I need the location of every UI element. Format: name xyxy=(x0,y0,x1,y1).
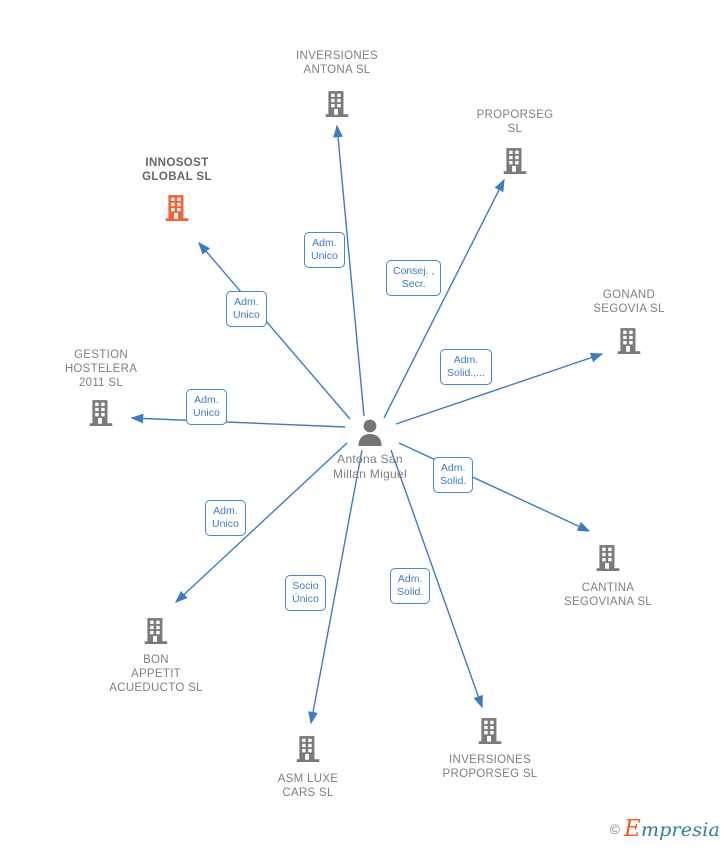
edge-label-edge-bon-appetit[interactable]: Adm. Unico xyxy=(205,500,246,536)
edge-line xyxy=(308,449,363,725)
edge-line xyxy=(333,124,365,417)
edge-line xyxy=(198,241,351,420)
edge-label-edge-gonand-segovia[interactable]: Adm. Solid.,... xyxy=(440,349,492,385)
edge-line xyxy=(130,413,346,428)
building-icon xyxy=(415,717,565,745)
building-icon xyxy=(533,544,683,572)
edge-label-edge-cantina-segoviana[interactable]: Adm. Solid. xyxy=(433,457,474,493)
node-name-text: INNOSOST GLOBAL SL xyxy=(142,157,212,183)
node-label-bon-appetit-acueducto-sl[interactable]: BON APPETIT ACUEDUCTO SL xyxy=(81,653,231,695)
empresia-logo-text: Empresia xyxy=(624,816,720,842)
node-name-text: INVERSIONES ANTONA SL xyxy=(296,50,378,76)
edge-label-edge-inversiones-proporseg[interactable]: Adm. Solid. xyxy=(390,568,431,604)
edge-label-edge-inversiones-antona[interactable]: Adm. Unico xyxy=(304,232,345,268)
edge-label-edge-asm-luxe-cars[interactable]: Socio Único xyxy=(285,575,326,611)
node-innosost-global-sl[interactable] xyxy=(102,194,252,222)
node-label-inversiones-antona-sl[interactable]: INVERSIONES ANTONA SL xyxy=(262,49,412,77)
node-name-text: CANTINA SEGOVIANA SL xyxy=(564,582,652,608)
center-person-name: Antona San Millan Miguel xyxy=(333,452,407,481)
empresia-logo-capital: E xyxy=(623,816,641,842)
building-icon xyxy=(102,194,252,222)
building-icon xyxy=(233,735,383,763)
building-icon xyxy=(554,327,704,355)
edge-line xyxy=(383,178,505,419)
building-icon xyxy=(440,147,590,175)
person-icon xyxy=(295,417,445,447)
node-name-text: PROPORSEG SL xyxy=(476,109,554,135)
node-label-inversiones-proporseg-sl[interactable]: INVERSIONES PROPORSEG SL xyxy=(415,753,565,781)
edge-line xyxy=(390,449,483,709)
node-name-text: INVERSIONES PROPORSEG SL xyxy=(442,754,538,780)
edge-line xyxy=(398,442,591,532)
building-icon xyxy=(26,399,176,427)
node-label-cantina-segoviana-sl[interactable]: CANTINA SEGOVIANA SL xyxy=(533,581,683,609)
node-inversiones-proporseg-sl[interactable] xyxy=(415,717,565,745)
building-icon xyxy=(81,617,231,645)
edge-label-edge-proporseg[interactable]: Consej. , Secr. xyxy=(386,260,442,296)
edge-label-edge-gestion-hostelera[interactable]: Adm. Unico xyxy=(186,389,227,425)
node-asm-luxe-cars-sl[interactable] xyxy=(233,735,383,763)
node-proporseg-sl[interactable] xyxy=(440,147,590,175)
node-name-text: ASM LUXE CARS SL xyxy=(277,773,339,799)
node-label-innosost-global-sl[interactable]: INNOSOST GLOBAL SL xyxy=(102,156,252,184)
copyright-icon: © xyxy=(609,821,620,837)
edge-label-edge-innosost-global[interactable]: Adm. Unico xyxy=(226,291,267,327)
node-gestion-hostelera-2011-sl[interactable] xyxy=(26,399,176,427)
building-icon xyxy=(262,90,412,118)
node-bon-appetit-acueducto-sl[interactable] xyxy=(81,617,231,645)
node-label-person-center[interactable]: Antona San Millan Miguel xyxy=(322,452,418,482)
edge-line xyxy=(174,442,348,603)
node-label-gestion-hostelera-2011-sl[interactable]: GESTION HOSTELERA 2011 SL xyxy=(26,348,176,390)
node-name-text: BON APPETIT ACUEDUCTO SL xyxy=(109,654,203,694)
node-name-text: GONAND SEGOVIA SL xyxy=(593,289,665,315)
node-cantina-segoviana-sl[interactable] xyxy=(533,544,683,572)
node-label-asm-luxe-cars-sl[interactable]: ASM LUXE CARS SL xyxy=(233,772,383,800)
edge-line xyxy=(395,352,604,425)
node-name-text: GESTION HOSTELERA 2011 SL xyxy=(64,349,138,389)
node-person-center[interactable] xyxy=(295,417,445,447)
empresia-watermark: © Empresia xyxy=(610,816,720,842)
node-gonand-segovia-sl[interactable] xyxy=(554,327,704,355)
node-inversiones-antona-sl[interactable] xyxy=(262,90,412,118)
node-label-proporseg-sl[interactable]: PROPORSEG SL xyxy=(440,108,590,136)
node-label-gonand-segovia-sl[interactable]: GONAND SEGOVIA SL xyxy=(554,288,704,316)
empresia-logo-rest: mpresia xyxy=(640,819,720,841)
